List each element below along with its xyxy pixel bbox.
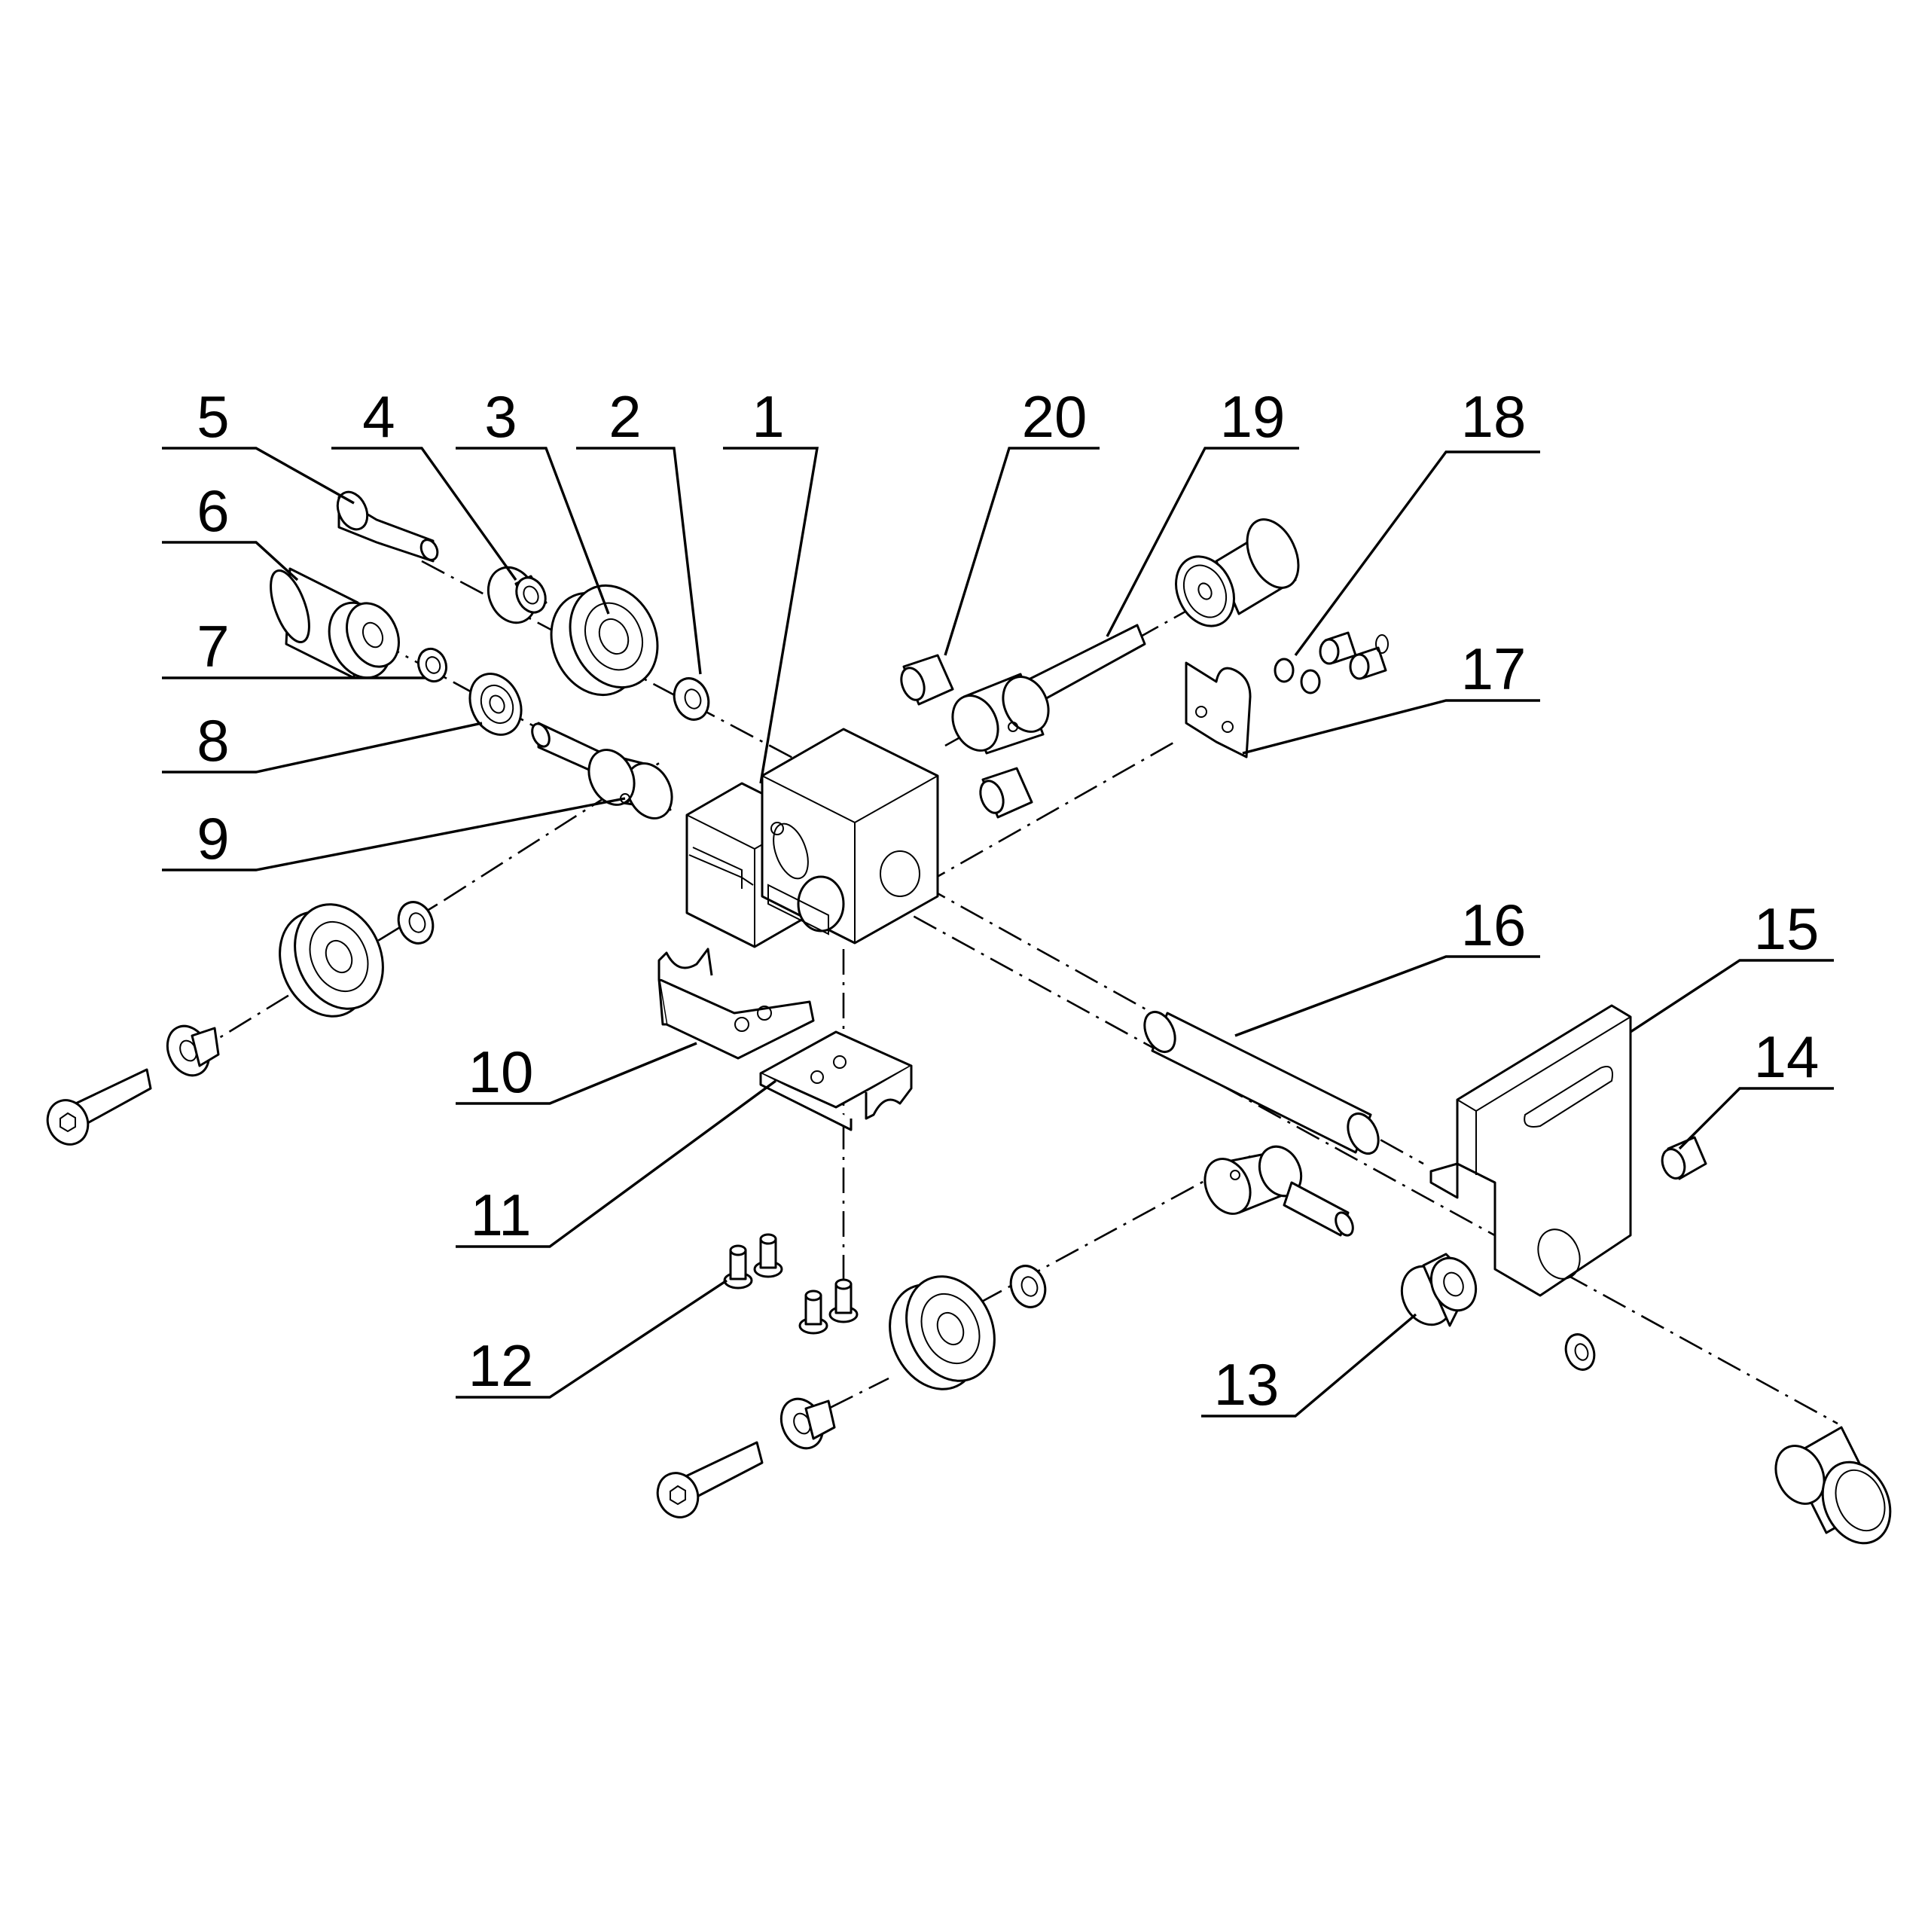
callout-8: 8 xyxy=(197,707,229,774)
part-screw-lower xyxy=(656,1441,764,1518)
part-washer-lower xyxy=(1009,1265,1047,1308)
part-8-small-bearing xyxy=(468,673,523,736)
leader-lines xyxy=(162,447,1834,1418)
callout-6: 6 xyxy=(197,478,229,544)
part-3-bearing xyxy=(550,584,659,697)
callout-7: 7 xyxy=(197,613,229,679)
callout-12: 12 xyxy=(468,1332,534,1399)
part-pin-middle xyxy=(979,767,1033,819)
part-14-pin xyxy=(1661,1136,1707,1180)
callout-4: 4 xyxy=(362,383,395,450)
part-washer-lower-right xyxy=(1564,1333,1596,1371)
callout-19: 19 xyxy=(1220,383,1286,450)
callout-16: 16 xyxy=(1461,892,1527,958)
part-cap-upper-right xyxy=(1175,518,1300,627)
part-2-washer xyxy=(673,677,710,721)
part-washer-left-lower xyxy=(397,901,435,945)
callout-labels: 1 2 3 4 5 6 7 8 9 10 11 12 13 14 15 16 1… xyxy=(197,383,1819,1418)
callout-2: 2 xyxy=(609,383,641,450)
callout-10: 10 xyxy=(468,1039,534,1105)
part-20-pin xyxy=(900,654,954,706)
part-17-l-bracket xyxy=(1185,661,1252,758)
callout-20: 20 xyxy=(1022,383,1088,450)
callout-14: 14 xyxy=(1754,1024,1820,1090)
part-9-eccentric-shaft xyxy=(531,722,673,819)
part-13-spacer xyxy=(1400,1253,1478,1327)
callout-15: 15 xyxy=(1754,896,1820,962)
callout-18: 18 xyxy=(1461,383,1527,450)
callout-13: 13 xyxy=(1214,1351,1280,1418)
part-screw-left-lower xyxy=(46,1068,152,1146)
part-19-rod xyxy=(951,624,1146,755)
part-5-shaft xyxy=(336,490,439,563)
callout-9: 9 xyxy=(197,805,229,871)
part-10-bracket xyxy=(657,948,815,1060)
part-18-screws xyxy=(1274,631,1389,694)
part-cap-lower-right xyxy=(1774,1426,1892,1545)
part-bushing-left-lower xyxy=(166,1024,220,1077)
part-7-washer xyxy=(416,647,448,683)
part-6-cap xyxy=(270,567,400,679)
callout-17: 17 xyxy=(1461,636,1527,702)
callout-5: 5 xyxy=(197,383,229,450)
part-1-main-block xyxy=(685,728,939,948)
callout-11: 11 xyxy=(471,1182,532,1248)
part-15-mounting-plate xyxy=(1429,1004,1632,1297)
part-bushing-lower xyxy=(779,1397,836,1450)
callout-3: 3 xyxy=(484,383,517,450)
part-12-screws xyxy=(723,1233,859,1335)
part-16-rod xyxy=(1143,1011,1380,1155)
part-4-flanged-bushing xyxy=(487,566,548,624)
part-bearing-left-lower xyxy=(279,903,384,1018)
part-eccentric-shaft-lower xyxy=(1203,1145,1354,1237)
part-11-bracket xyxy=(759,1030,913,1131)
part-bearing-lower xyxy=(889,1275,996,1390)
callout-1: 1 xyxy=(752,383,784,450)
